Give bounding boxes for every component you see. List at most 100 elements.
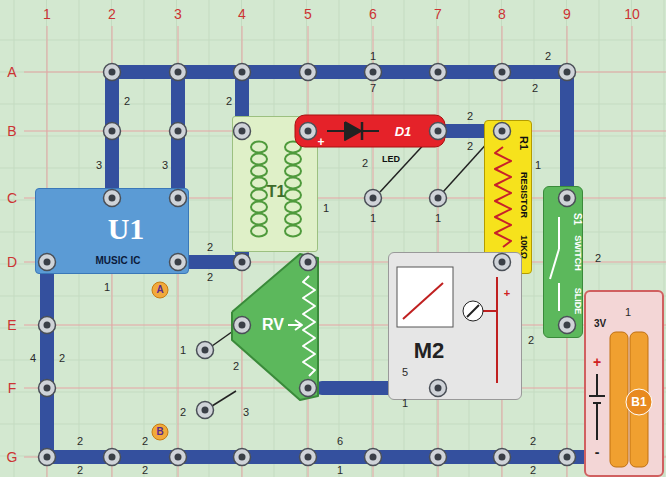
snap-post — [494, 123, 511, 140]
snap-ring — [39, 317, 56, 334]
wire-number: 2 — [595, 253, 601, 264]
coil-winding — [251, 154, 267, 165]
snap-post — [494, 449, 511, 466]
wire-number: 1 — [370, 213, 376, 224]
wire-number: 1 — [323, 203, 329, 214]
snap-post — [300, 123, 317, 140]
circuit-part: U1MUSIC IC — [35, 188, 189, 274]
snap-ring — [430, 123, 447, 140]
snap-post — [559, 317, 576, 334]
snap-ring — [494, 449, 511, 466]
snap-center — [239, 454, 246, 461]
meter-needle — [403, 283, 443, 319]
jumper-lead — [380, 140, 428, 192]
grid-coordinate: 4 — [238, 7, 246, 21]
snap-center — [370, 454, 377, 461]
circuit-part: M2+ — [388, 252, 522, 400]
snap-center — [202, 347, 209, 354]
snap-post — [170, 123, 187, 140]
coil-winding — [285, 154, 301, 165]
grid-coordinate: 10 — [624, 7, 640, 21]
snap-ring — [104, 123, 121, 140]
snap-ring — [430, 190, 447, 207]
snap-wire — [445, 124, 484, 138]
potentiometer-body — [232, 254, 318, 400]
grid-coordinate: G — [7, 450, 18, 464]
wire-number: 7 — [370, 83, 376, 94]
part-text: + — [317, 136, 324, 148]
wire-number: 2 — [362, 158, 368, 169]
snap-ring — [430, 449, 447, 466]
snap-post — [234, 254, 251, 271]
snap-center — [305, 259, 312, 266]
snap-ring — [559, 64, 576, 81]
snap-ring — [559, 449, 576, 466]
part-text: + — [593, 355, 601, 369]
snap-ring — [104, 64, 121, 81]
jumper-lead — [212, 391, 236, 406]
snap-ring — [234, 449, 251, 466]
wire-number: 3 — [243, 407, 249, 418]
snap-ring — [104, 449, 121, 466]
grid-coordinate: 6 — [369, 7, 377, 21]
snap-post — [430, 380, 447, 397]
wire-number: 2 — [467, 111, 473, 122]
snap-ring — [494, 254, 511, 271]
snap-post — [430, 449, 447, 466]
part-text: RV — [262, 317, 284, 333]
wire-number: 5 — [402, 367, 408, 378]
grid-coordinate: 1 — [43, 7, 51, 21]
snap-center — [175, 259, 182, 266]
grid-line — [0, 424, 666, 425]
coil-winding — [251, 166, 267, 177]
snap-post — [234, 64, 251, 81]
part-text: SLIDE — [573, 288, 582, 315]
snap-ring — [559, 190, 576, 207]
snap-post — [170, 449, 187, 466]
snap-ring — [170, 123, 187, 140]
wire-number: 2 — [207, 242, 213, 253]
snap-ring — [234, 64, 251, 81]
wire-number: 2 — [180, 407, 186, 418]
snap-center — [564, 195, 571, 202]
snap-center — [44, 454, 51, 461]
snap-center — [499, 259, 506, 266]
snap-ring — [494, 64, 511, 81]
snap-post — [559, 64, 576, 81]
snap-center — [44, 322, 51, 329]
point-marker-label: B — [156, 427, 163, 437]
part-drawing — [389, 253, 523, 401]
wire-number: 3 — [96, 160, 102, 171]
snap-center — [109, 69, 116, 76]
snap-post — [494, 254, 511, 271]
part-text: U1 — [108, 214, 145, 244]
wire-number: 2 — [207, 272, 213, 283]
snap-ring — [39, 449, 56, 466]
snap-post — [197, 402, 214, 419]
part-text: MUSIC IC — [96, 256, 141, 266]
circuit-part: D1LED+ — [295, 115, 445, 173]
wire-number: 2 — [77, 465, 83, 476]
grid-coordinate: F — [8, 381, 17, 395]
snap-center — [564, 69, 571, 76]
part-text: M2 — [414, 340, 445, 362]
grid-coordinate: 5 — [304, 7, 312, 21]
snap-center — [435, 69, 442, 76]
snap-post — [170, 254, 187, 271]
diode-symbol — [345, 122, 361, 140]
snap-ring — [197, 402, 214, 419]
snap-post — [170, 190, 187, 207]
battery-symbol — [589, 395, 605, 397]
wire-number: 1 — [370, 51, 376, 62]
snap-center — [239, 259, 246, 266]
point-marker — [152, 282, 168, 298]
snap-ring — [170, 64, 187, 81]
part-text: RESISTOR — [519, 172, 528, 218]
wire-number: 2 — [545, 51, 551, 62]
snap-wire — [189, 252, 242, 262]
wire-number: 2 — [532, 83, 538, 94]
snap-ring — [197, 342, 214, 359]
coil-winding — [251, 178, 267, 189]
snap-center — [109, 128, 116, 135]
snap-center — [564, 454, 571, 461]
